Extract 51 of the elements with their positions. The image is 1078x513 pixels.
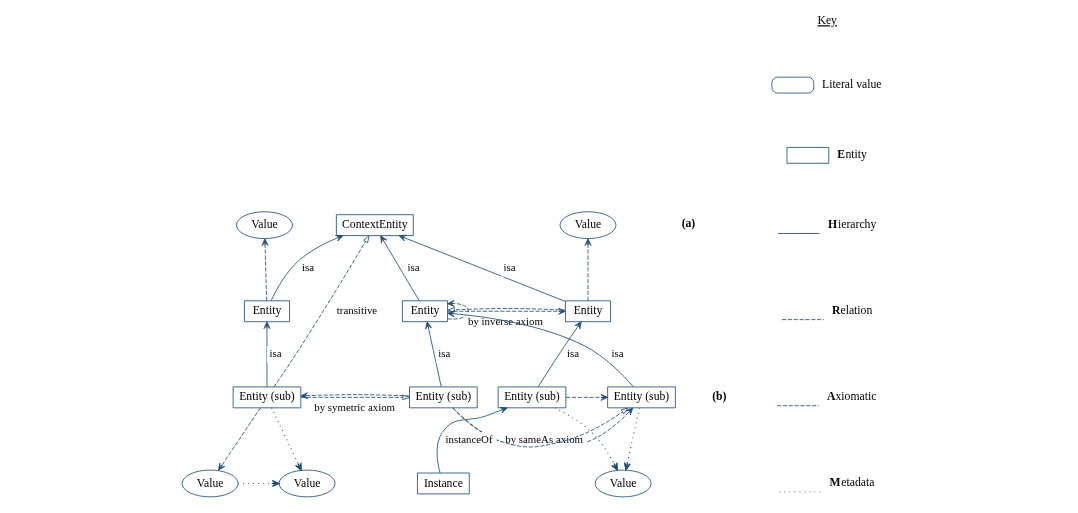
node-box: Entity [244, 300, 290, 323]
node-box: Entity [402, 300, 448, 323]
arrow [270, 407, 302, 471]
legend-label: Literal value [822, 78, 882, 92]
arrow [237, 479, 280, 488]
label: Key [817, 14, 837, 28]
node-box: Entity (sub) [409, 386, 478, 409]
edge-label: by sameAs axiom [505, 433, 584, 446]
edge-label: instanceOf [445, 433, 493, 446]
arrow [218, 407, 261, 471]
node-box: ContextEntity [335, 214, 414, 236]
edge-label: isa [438, 347, 451, 360]
arrow [447, 300, 469, 320]
arrow [436, 407, 508, 474]
legend-label: Relation [832, 303, 873, 317]
edge-label: isa [503, 261, 516, 274]
node-box: Entity (sub) [232, 386, 302, 409]
edge-label: by inverse axiom [468, 314, 543, 327]
node-ellipse: Value [181, 469, 239, 498]
node-box: Entity (sub) [607, 386, 676, 409]
label: (b) [712, 389, 727, 403]
node-box: Entity (sub) [497, 386, 567, 409]
node-ellipse: Value [278, 469, 336, 498]
arrow [263, 321, 271, 388]
arrow [380, 235, 420, 302]
arrow [565, 393, 608, 401]
arrow [584, 238, 592, 302]
edge-label: isa [269, 347, 282, 360]
legend-label: Entity [837, 147, 867, 161]
node-box: Instance [417, 472, 470, 495]
arrow [623, 407, 640, 471]
arrow [273, 235, 370, 388]
node-ellipse: Value [594, 469, 652, 498]
arrow [270, 234, 344, 302]
legend-label: Axiomatic [827, 390, 877, 404]
edge-label: by symetric axiom [314, 401, 396, 414]
arrow [261, 238, 269, 302]
arrow [554, 407, 618, 471]
legend-label: Hierarchy [827, 217, 877, 231]
node-ellipse: Value [236, 211, 293, 239]
node-ellipse: Value [559, 211, 617, 239]
edge-label: isa [302, 261, 315, 274]
edge-label: transitive [336, 304, 378, 317]
label: (a) [681, 217, 696, 231]
node-box: Entity [565, 300, 611, 323]
edge-label: isa [407, 261, 420, 274]
arrow [425, 321, 442, 388]
edge-label: isa [611, 347, 624, 360]
legend-label: Metadata [829, 476, 875, 490]
arrow [398, 234, 566, 302]
edge-label: isa [567, 347, 580, 360]
